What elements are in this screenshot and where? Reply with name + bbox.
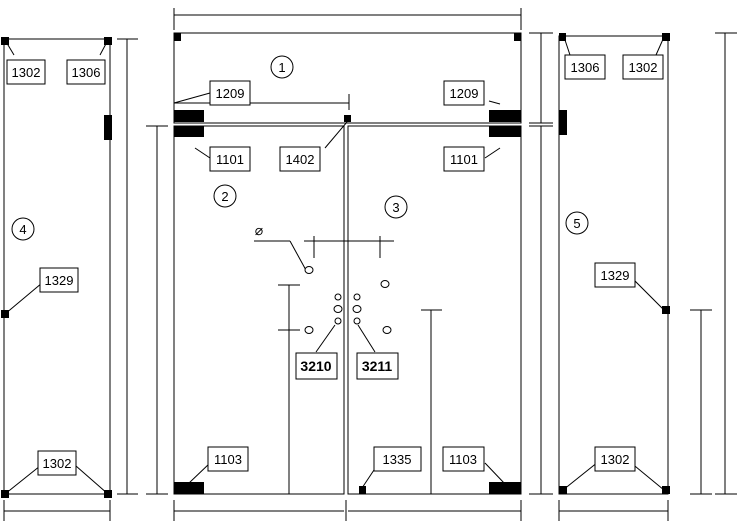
fitting-1329-right — [662, 306, 670, 314]
glass-panel-outlines — [3, 32, 669, 495]
fitting-1101-right — [489, 126, 521, 137]
tag-label: 3210 — [300, 358, 331, 374]
tag-label: 1103 — [449, 452, 477, 467]
hinge-block-right — [559, 110, 567, 135]
tag-1209-right: 1209 — [443, 80, 485, 106]
tag-label: 1329 — [601, 268, 630, 283]
panel-3-bubble: 3 — [384, 195, 408, 219]
fitting-transom-tr — [514, 33, 521, 41]
tag-label: 3211 — [362, 358, 393, 374]
tag-label: 1302 — [629, 60, 658, 75]
fitting-1103-left — [174, 482, 204, 494]
fitting-1306-top-right-panel — [559, 33, 566, 41]
fitting-1302-top-right — [662, 33, 670, 41]
tag-1306-top-right: 1306 — [564, 54, 606, 80]
tag-label: 1302 — [601, 452, 630, 467]
tag-1302-bottom-right: 1302 — [594, 446, 636, 472]
tag-1306-top-left: 1306 — [66, 59, 106, 85]
fitting-1402 — [344, 115, 351, 122]
handle-holes — [304, 266, 392, 334]
tag-1335: 1335 — [373, 446, 422, 472]
tag-label: 1209 — [450, 86, 479, 101]
panel-1-number: 1 — [278, 60, 285, 75]
dimension-lines — [3, 8, 737, 521]
tag-label: 1402 — [286, 152, 315, 167]
fitting-1209-left — [174, 110, 204, 122]
tag-1103-left: 1103 — [207, 446, 249, 472]
tag-label: 1302 — [12, 65, 41, 80]
panel-5-outline — [558, 35, 669, 495]
part-tags: 1302 1306 1329 1302 1209 1209 1101 1402 — [6, 54, 664, 476]
fitting-transom-tl — [174, 33, 181, 41]
tag-3210: 3210 — [295, 352, 338, 380]
tag-1302-bottom-left: 1302 — [37, 450, 77, 476]
tag-label: 1101 — [450, 152, 478, 167]
panel-3-outline — [347, 125, 522, 495]
tag-label: 1306 — [571, 60, 600, 75]
tag-label: 1103 — [214, 452, 242, 467]
tag-1209-left: 1209 — [209, 80, 251, 106]
tag-label: 1306 — [72, 65, 101, 80]
tag-label: 1335 — [383, 452, 412, 467]
panel-4-outline — [3, 38, 111, 495]
panel-2-bubble: 2 — [213, 184, 237, 208]
tag-1329-left: 1329 — [39, 267, 79, 293]
tag-1103-right: 1103 — [442, 446, 485, 472]
fitting-1335 — [359, 486, 366, 494]
tag-label: 1329 — [45, 273, 74, 288]
panel-number-bubbles: 1 2 3 4 5 — [11, 55, 589, 241]
panel-4-bubble: 4 — [11, 217, 35, 241]
panel-5-bubble: 5 — [565, 211, 589, 235]
tag-1402: 1402 — [279, 146, 321, 172]
tag-1329-right: 1329 — [594, 262, 636, 288]
tag-1101-right: 1101 — [443, 146, 485, 172]
tag-label: 1209 — [216, 86, 245, 101]
panel-4-number: 4 — [19, 222, 26, 237]
tag-1101-left: 1101 — [209, 146, 251, 172]
panel-1-bubble: 1 — [270, 55, 294, 79]
tag-1302-top-left: 1302 — [6, 59, 46, 85]
hinge-block-left — [104, 115, 112, 140]
tag-label: 1302 — [43, 456, 72, 471]
tag-3211: 3211 — [356, 352, 399, 380]
panel-2-number: 2 — [221, 189, 228, 204]
fitting-1101-left — [174, 126, 204, 137]
leader-lines — [4, 36, 665, 495]
fitting-1302-bottom-right-b — [662, 486, 670, 494]
diameter-symbol: ⌀ — [255, 222, 263, 238]
panel-3-number: 3 — [392, 200, 399, 215]
panel-1-outline — [173, 32, 522, 124]
fitting-1209-right — [489, 110, 521, 122]
fitting-1302-top-left — [1, 37, 9, 45]
tag-1302-top-right: 1302 — [622, 54, 664, 80]
panel-2-outline — [173, 125, 345, 495]
fitting-1103-right — [489, 482, 521, 494]
panel-5-number: 5 — [573, 216, 580, 231]
tag-label: 1101 — [216, 152, 244, 167]
